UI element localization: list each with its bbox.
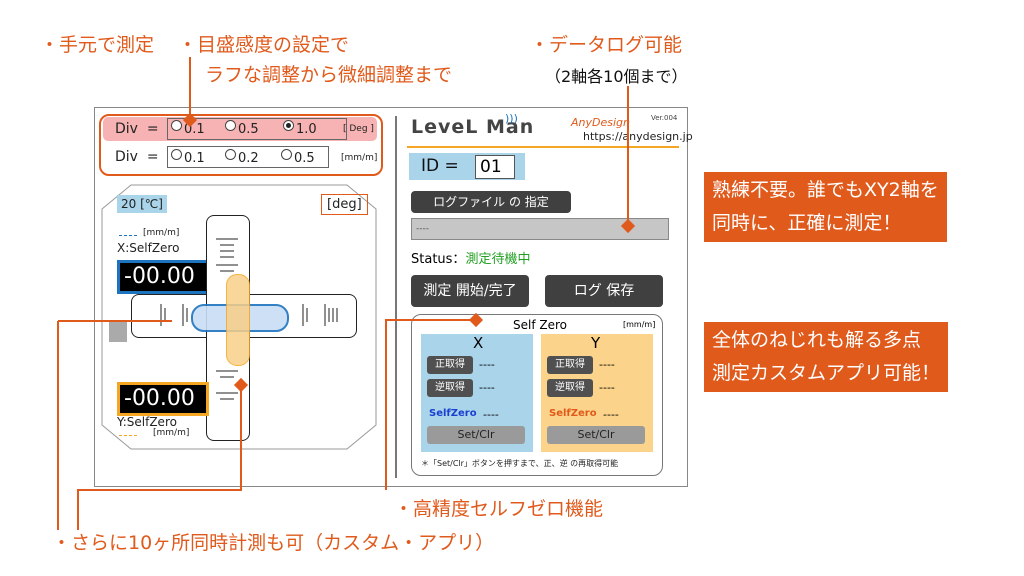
y-positive-acquire-button[interactable]: 正取得: [547, 356, 593, 374]
panel-divider: [395, 116, 397, 478]
app-window: Div = 0.1 0.5 1.0 [ Deg ] Div = 0.1 0.2 …: [94, 107, 693, 487]
x-positive-value: ----: [479, 358, 495, 371]
x-legend-line: [119, 235, 137, 236]
measure-start-stop-button[interactable]: 測定 開始/完了: [411, 275, 529, 307]
x-setclr-button[interactable]: Set/Clr: [427, 426, 525, 444]
annotation-scale-1: ・目盛感度の設定で: [178, 34, 350, 56]
callout-accuracy: 熟練不要。誰でもXY2軸を 同時に、正確に測定！: [704, 172, 947, 242]
div-deg-radiogroup: [167, 118, 347, 140]
x-negative-value: ----: [479, 381, 495, 394]
logfile-path-field[interactable]: ----: [411, 218, 669, 240]
radio-icon: [281, 149, 292, 160]
y-bubble: [226, 274, 250, 366]
annotation-datalog-sub: （2軸各10個まで）: [545, 67, 688, 86]
selfzero-panel: [411, 314, 663, 476]
div-mm-radiogroup: [167, 146, 329, 168]
selfzero-title: Self Zero: [513, 318, 567, 332]
status-label: Status：: [411, 252, 466, 267]
y-readout: -00.00: [117, 382, 209, 416]
annotation-selfzero: ・高精度セルフゼロ機能: [394, 498, 604, 520]
radio-icon: [171, 120, 182, 131]
callout-accuracy-line2: 同時に、正確に測定！: [712, 212, 902, 234]
y-selfzero-result-label: SelfZero: [549, 408, 597, 419]
url-label: https://anydesign.jp: [583, 130, 693, 143]
annotation-datalog: ・データログ可能: [530, 34, 683, 56]
callout-custom-app-line1: 全体のねじれも解る多点: [712, 329, 922, 351]
y-vial-ticks: [216, 238, 238, 400]
x-negative-acquire-button[interactable]: 逆取得: [427, 379, 473, 397]
brand-logo: LeveL Man: [411, 116, 535, 138]
y-negative-acquire-button[interactable]: 逆取得: [547, 379, 593, 397]
wifi-icon: ))): [505, 112, 518, 125]
x-vial-ticks: [160, 304, 338, 326]
status-value: 測定待機中: [465, 252, 531, 267]
x-vial-stub: [109, 322, 127, 342]
y-positive-value: ----: [599, 358, 615, 371]
div-settings: [99, 114, 383, 176]
radio-icon: [225, 149, 236, 160]
div-mm-label: Div =: [115, 149, 159, 165]
y-negative-value: ----: [599, 381, 615, 394]
radio-icon: [171, 149, 182, 160]
annotation-scale-2: ラフな調整から微細調整まで: [205, 64, 453, 86]
header-underline: [407, 146, 679, 148]
annotation-hand: ・手元で測定: [40, 34, 155, 56]
y-unit: [mm/m]: [153, 428, 190, 438]
callout-custom-app: 全体のねじれも解る多点 測定カスタムアプリ可能！: [704, 322, 949, 392]
callout-accuracy-line1: 熟練不要。誰でもXY2軸を: [712, 179, 939, 201]
x-readout: -00.00: [117, 260, 209, 294]
logfile-button[interactable]: ログファイル の 指定: [411, 191, 571, 213]
selfzero-unit: [mm/m]: [623, 320, 656, 329]
temperature-badge: 20 [℃]: [117, 195, 167, 213]
version-label: Ver.004: [651, 114, 678, 122]
div-deg-label: Div =: [115, 121, 159, 137]
y-column-title: Y: [591, 334, 601, 352]
id-input[interactable]: 01: [475, 155, 515, 179]
id-label: ID =: [421, 156, 459, 176]
anydesign-logo: AnyDesign: [571, 116, 630, 129]
x-selfzero-result-label: SelfZero: [429, 408, 477, 419]
log-save-button[interactable]: ログ 保存: [545, 275, 663, 307]
div-mm-option-0[interactable]: 0.1: [171, 149, 205, 166]
radio-icon: [225, 120, 236, 131]
setclr-note: ＊「Set/Clr」ボタンを押すまで、正、逆 の再取得可能: [421, 459, 619, 468]
div-deg-option-1[interactable]: 0.5: [225, 120, 259, 137]
annotation-multipoint: ・さらに10ヶ所同時計測も可（カスタム・アプリ）: [52, 532, 495, 554]
callout-custom-app-line2: 測定カスタムアプリ可能！: [712, 362, 941, 384]
div-mm-option-1[interactable]: 0.2: [225, 149, 259, 166]
y-setclr-button[interactable]: Set/Clr: [547, 426, 645, 444]
y-selfzero-label: Y:SelfZero: [117, 415, 177, 429]
status-line: Status：測定待機中: [411, 248, 530, 267]
radio-selected-icon: [283, 120, 294, 131]
y-selfzero-result-value: ----: [603, 408, 619, 421]
y-legend-line: [119, 435, 137, 436]
div-deg-unit: [ Deg ]: [343, 124, 374, 134]
div-mm-unit: [mm/m]: [341, 153, 378, 163]
div-mm-option-2[interactable]: 0.5: [281, 149, 315, 166]
x-positive-acquire-button[interactable]: 正取得: [427, 356, 473, 374]
x-unit: [mm/m]: [143, 228, 180, 238]
unit-deg-badge: [deg]: [321, 194, 368, 215]
x-selfzero-label: X:SelfZero: [117, 241, 180, 255]
x-column-title: X: [473, 334, 484, 352]
div-deg-option-2[interactable]: 1.0: [283, 120, 317, 137]
x-selfzero-result-value: ----: [483, 408, 499, 421]
